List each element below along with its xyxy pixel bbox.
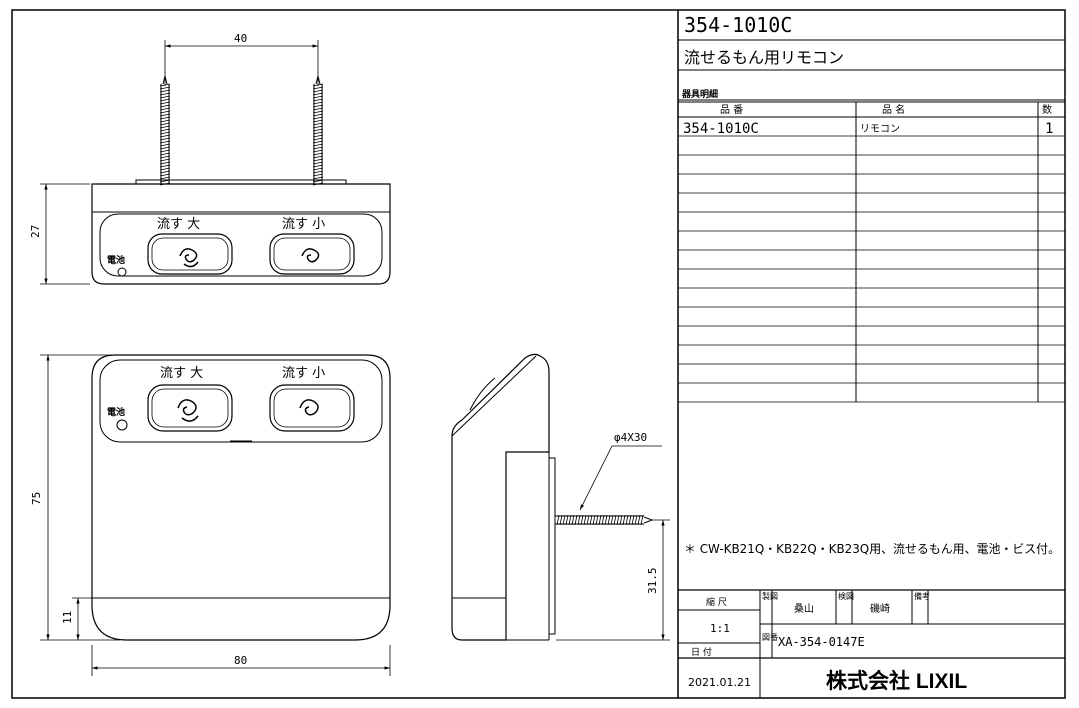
scale-value: 1:1 (710, 622, 730, 635)
note: ＊ CW-KB21Q・KB22Q・KB23Q用、流せるもん用、電池・ビス付。 (684, 542, 1060, 556)
header-item-no: 品 番 (720, 104, 743, 116)
battery-label: 電池 (107, 406, 125, 418)
screw-left (159, 75, 171, 186)
top-view-body (91, 183, 391, 285)
swirl-icon (301, 248, 320, 263)
drawing-no-label: 図番 (762, 632, 778, 642)
date-value: 2021.01.21 (688, 676, 751, 689)
dimension-27: 27 (29, 225, 42, 238)
flush-large-button-outline (147, 233, 233, 275)
dimension-75: 75 (30, 492, 43, 505)
part-number: 354-1010C (684, 13, 792, 37)
row-item-no: 354-1010C (683, 121, 759, 137)
date-label: 日 付 (691, 647, 712, 658)
product-name: 流せるもん用リモコン (684, 48, 844, 67)
swirl-icon (299, 399, 319, 416)
dimension-31-5: 31.5 (646, 568, 659, 595)
top-view: 流す 大 流す 小 電池 40 27 (29, 32, 391, 285)
drawn-label: 製図 (762, 591, 778, 601)
flush-large-label: 流す 大 (157, 217, 200, 232)
parts-list-title: 器具明細 (681, 88, 718, 100)
flush-small-label: 流す 小 (282, 217, 325, 232)
front-view: 流す 大 流す 小 電池 75 11 80 (30, 354, 391, 676)
title-block: 354-1010C 流せるもん用リモコン 器具明細 品 番 品 名 数 354-… (677, 10, 1065, 698)
flush-small-label: 流す 小 (282, 366, 325, 381)
header-qty: 数 (1042, 103, 1052, 116)
drawing-frame (11, 9, 1066, 699)
screw-side (555, 514, 654, 526)
side-view: φ4X30 31.5 (451, 353, 670, 641)
swirl-icon (177, 399, 199, 422)
flush-large-button (147, 384, 233, 432)
remarks-label: 備考 (914, 591, 930, 601)
drawn-by: 桑山 (794, 603, 814, 615)
header-item-name: 品 名 (882, 103, 905, 116)
side-view-body (451, 353, 550, 641)
row-item-name: リモコン (860, 124, 900, 135)
scale-label: 縮 尺 (706, 596, 727, 608)
drawing-no: XA-354-0147E (778, 635, 865, 649)
checked-label: 検図 (838, 591, 854, 601)
swirl-icon (179, 248, 199, 268)
front-view-body (91, 354, 391, 641)
row-qty: 1 (1045, 121, 1053, 137)
flush-small-button (269, 384, 355, 432)
battery-indicator (117, 267, 127, 277)
dimension-40: 40 (234, 32, 247, 45)
dimension-80: 80 (234, 654, 247, 667)
dimension-11: 11 (61, 611, 74, 624)
screw-right (312, 75, 324, 186)
battery-indicator (116, 419, 128, 431)
flush-small-button-outline (269, 233, 355, 275)
screw-spec: φ4X30 (614, 431, 647, 444)
battery-label: 電池 (107, 254, 125, 266)
checked-by: 磯崎 (870, 602, 890, 615)
parts-table (678, 101, 1065, 403)
flush-large-label: 流す 大 (160, 366, 203, 381)
company-logo: 株式会社 LIXIL (826, 669, 967, 693)
